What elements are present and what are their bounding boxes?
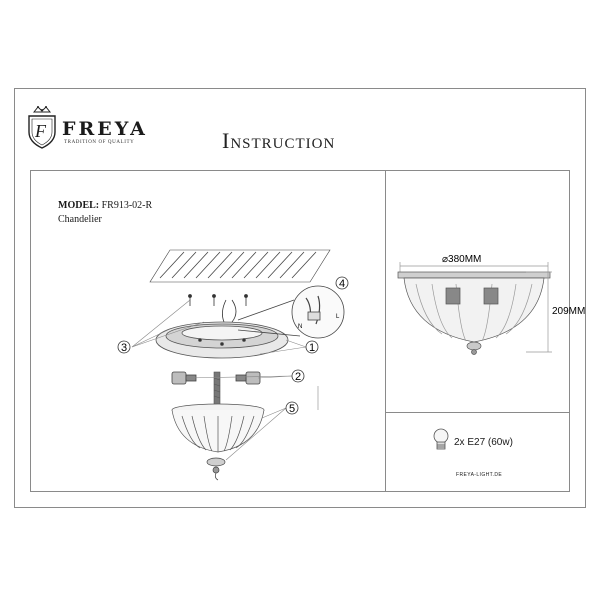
wiring-detail — [237, 285, 345, 339]
instruction-sheet — [14, 88, 586, 508]
ceiling-plate — [155, 321, 289, 359]
model-label: MODEL: — [58, 200, 100, 211]
callout-1: 1 — [309, 342, 315, 354]
brand-monogram: F — [35, 121, 46, 141]
page-title: Instruction — [222, 128, 336, 153]
finial — [206, 457, 226, 481]
website: FREYA-LIGHT.DE — [456, 472, 503, 478]
lamp-spec: 2x E27 (60w) — [454, 437, 513, 448]
ceiling-hatch — [149, 249, 331, 283]
bulb-icon — [433, 428, 449, 450]
product-type: Chandelier — [58, 214, 102, 225]
brand-block: F FREYA TRADITION OF QUALITY — [24, 104, 164, 150]
brand-tagline: TRADITION OF QUALITY — [64, 140, 135, 145]
brand-name: FREYA — [62, 118, 148, 140]
product-view — [397, 262, 552, 355]
ceiling-fixings — [188, 294, 248, 323]
callout-1-circle — [305, 340, 319, 354]
wire-label-line: L — [336, 314, 340, 320]
callout-3: 3 — [121, 342, 127, 354]
panel-divider — [386, 412, 570, 413]
leader-lines — [131, 299, 307, 461]
callout-4: 4 — [339, 278, 345, 290]
callout-3-circle — [117, 340, 131, 354]
callout-5-circle — [285, 401, 299, 415]
wire-label-neutral: N — [298, 324, 302, 330]
height-label: 209MM — [552, 306, 585, 317]
assembly-panel — [30, 170, 386, 492]
glass-bowl — [171, 403, 265, 453]
model-line: MODEL: FR913-02-R — [58, 200, 152, 211]
callout-markers — [117, 276, 349, 415]
callout-2-circle — [291, 369, 305, 383]
callout-2: 2 — [295, 371, 301, 383]
dimensions-panel — [386, 170, 570, 492]
model-number: FR913-02-R — [101, 200, 153, 211]
diameter-label: ⌀380MM — [442, 254, 481, 265]
callout-4-circle — [335, 276, 349, 290]
crest-icon — [28, 106, 56, 149]
callout-5: 5 — [289, 403, 295, 415]
